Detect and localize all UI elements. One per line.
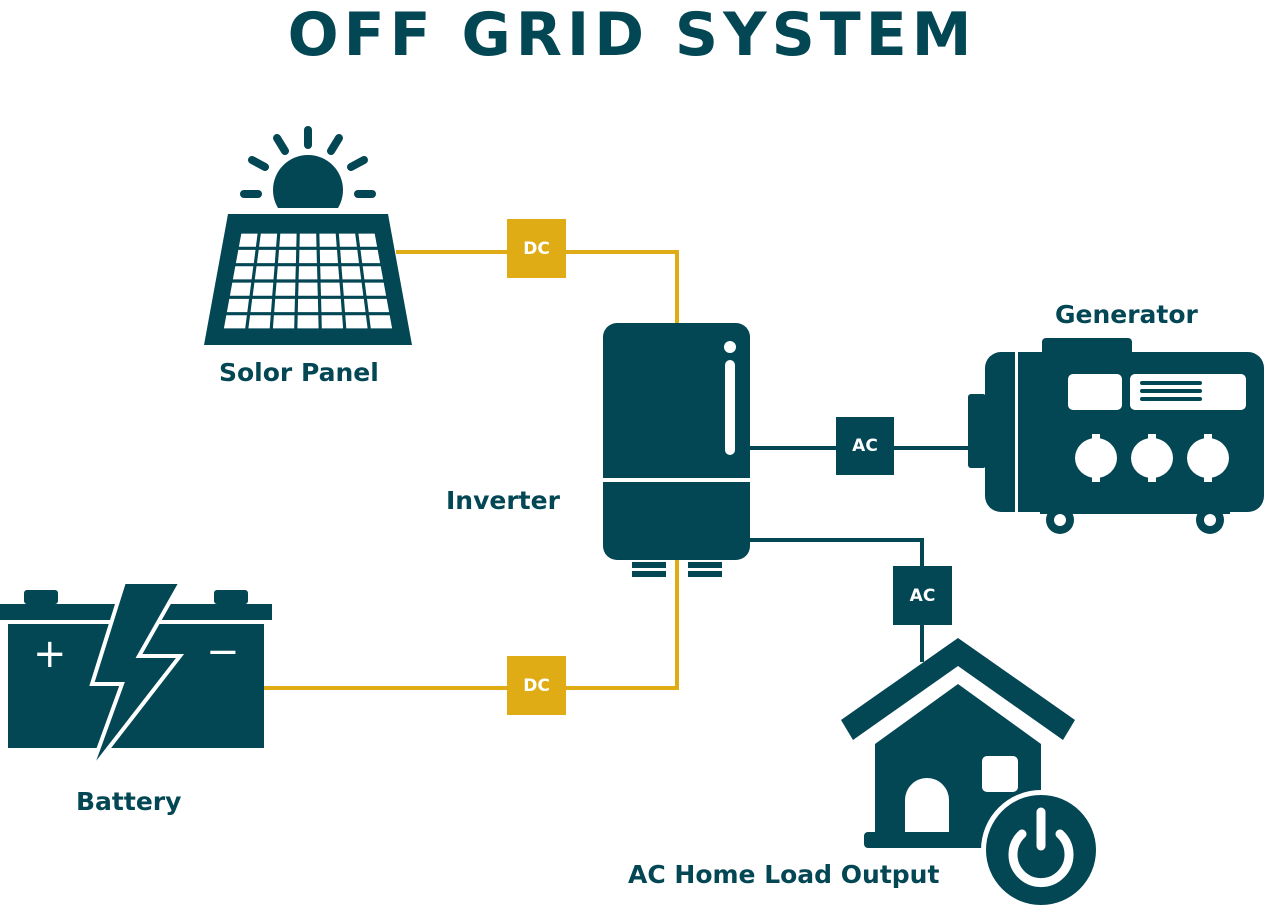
- home-load-label: AC Home Load Output: [628, 860, 940, 889]
- solar-cell: [232, 266, 254, 280]
- solar-cell: [276, 266, 296, 280]
- solar-cell: [252, 282, 274, 296]
- generator-icon: [968, 338, 1264, 534]
- solar-cell: [340, 249, 359, 264]
- solar-cell: [226, 298, 249, 313]
- battery-minus-symbol: −: [206, 629, 240, 675]
- solar-cell: [320, 266, 340, 280]
- connection-tag-home-ac: AC: [893, 566, 952, 625]
- home-power-icon: [841, 638, 1101, 907]
- solar-cell: [278, 249, 297, 264]
- solar-cell: [338, 233, 357, 247]
- solar-cell: [298, 266, 318, 280]
- solar-cell: [321, 298, 342, 313]
- battery-icon: [0, 580, 272, 774]
- solar-cell: [319, 249, 338, 264]
- inverter-icon: [603, 323, 750, 577]
- wire-solar-inverter: [396, 250, 679, 326]
- diagram-title: OFF GRID SYSTEM: [287, 0, 977, 70]
- battery-plus-symbol: +: [33, 631, 67, 677]
- solar-cell: [223, 315, 247, 329]
- connection-tag-solar-dc: DC: [507, 219, 566, 278]
- solar-cell: [362, 266, 384, 280]
- solar-cell: [275, 282, 296, 296]
- solar-cell: [345, 315, 368, 329]
- solar-cell: [342, 282, 364, 296]
- solar-cell: [319, 233, 337, 247]
- solar-cell: [299, 249, 317, 264]
- connection-tag-battery-dc: DC: [507, 656, 566, 715]
- solar-cell: [274, 298, 295, 313]
- generator-outlet: [1131, 434, 1173, 482]
- solar-cell: [259, 233, 278, 247]
- solar-cell: [321, 315, 344, 329]
- battery-label: Battery: [76, 787, 182, 816]
- solar-cell: [257, 249, 276, 264]
- solar-cell: [369, 315, 393, 329]
- solar-cell: [235, 249, 256, 264]
- solar-cell: [279, 233, 297, 247]
- generator-outlet: [1187, 434, 1229, 482]
- solar-cell: [358, 233, 378, 247]
- inverter-label: Inverter: [446, 486, 560, 515]
- connection-tag-generator-ac: AC: [836, 417, 894, 475]
- solar-panel-icon: [204, 126, 412, 345]
- solar-cell: [360, 249, 381, 264]
- solar-cell: [364, 282, 387, 296]
- solar-cell: [320, 282, 341, 296]
- solar-cell: [272, 315, 295, 329]
- solar-cell: [248, 315, 271, 329]
- lightning-bolt-icon: [88, 580, 185, 774]
- solar-cell: [367, 298, 390, 313]
- wire-battery-inverter: [264, 560, 679, 690]
- power-icon: [1008, 829, 1074, 887]
- solar-cell: [254, 266, 275, 280]
- solar-cell: [250, 298, 272, 313]
- solar-cell: [344, 298, 366, 313]
- solar-cell: [297, 298, 319, 313]
- solar-cell: [341, 266, 362, 280]
- solar-panel-label: Solor Panel: [219, 358, 379, 387]
- solar-cell: [299, 233, 317, 247]
- solar-cell: [298, 282, 318, 296]
- solar-cell: [238, 233, 258, 247]
- solar-cell: [297, 315, 319, 329]
- solar-cell: [229, 282, 252, 296]
- generator-label: Generator: [1055, 300, 1198, 329]
- generator-outlet: [1075, 434, 1117, 482]
